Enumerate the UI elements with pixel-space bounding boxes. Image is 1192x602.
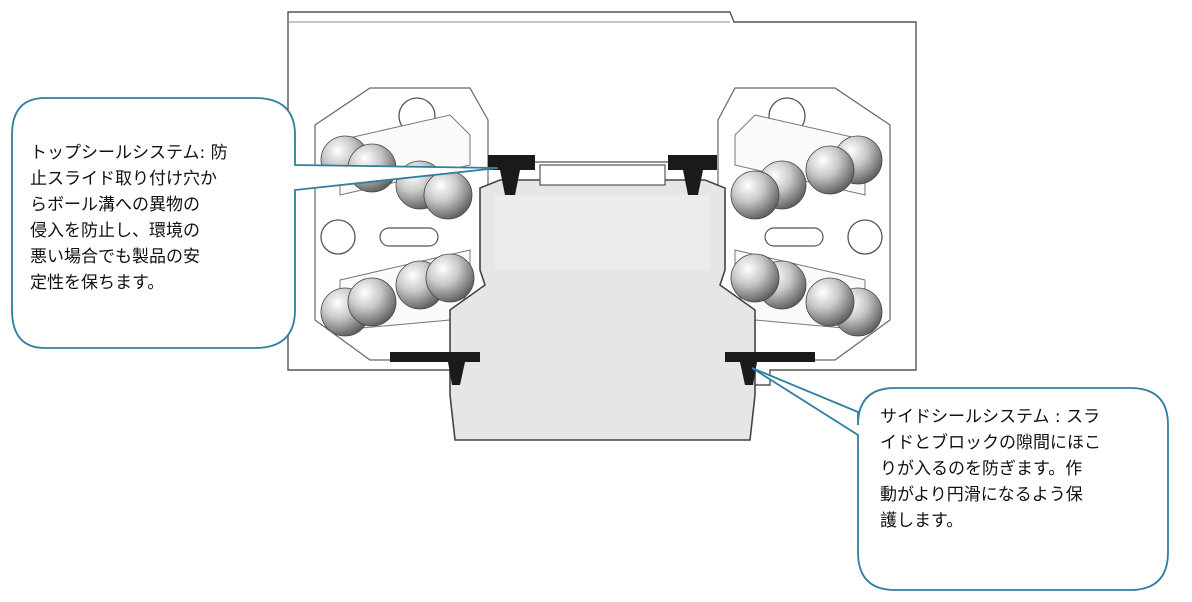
rail-inner-shade [495,195,710,270]
callout-bubble-side-seal [751,367,1169,591]
side-seal-description: サイドシールシステム : スラ イドとブロックの隙間にほこ りが入るのを防ぎます… [880,407,1101,531]
side-seal-right [725,352,815,385]
top-seal-left [488,155,535,195]
slot-right [764,227,824,247]
balls-left-lower [320,253,475,337]
top-seal-description: トップシールシステム: 防 止スライド取り付け穴か らボール溝への異物の 侵入を… [30,143,228,293]
top-seal-frame [539,164,666,186]
bolt-hole-mid-left [320,219,356,255]
slot-left [379,227,439,247]
balls-right-lower [730,253,883,337]
side-seal-left [390,352,480,385]
bolt-hole-mid-right [847,219,883,255]
top-seal-right [668,155,717,195]
balls-right-upper [730,135,883,220]
callout-bubble-top-seal [11,97,499,349]
